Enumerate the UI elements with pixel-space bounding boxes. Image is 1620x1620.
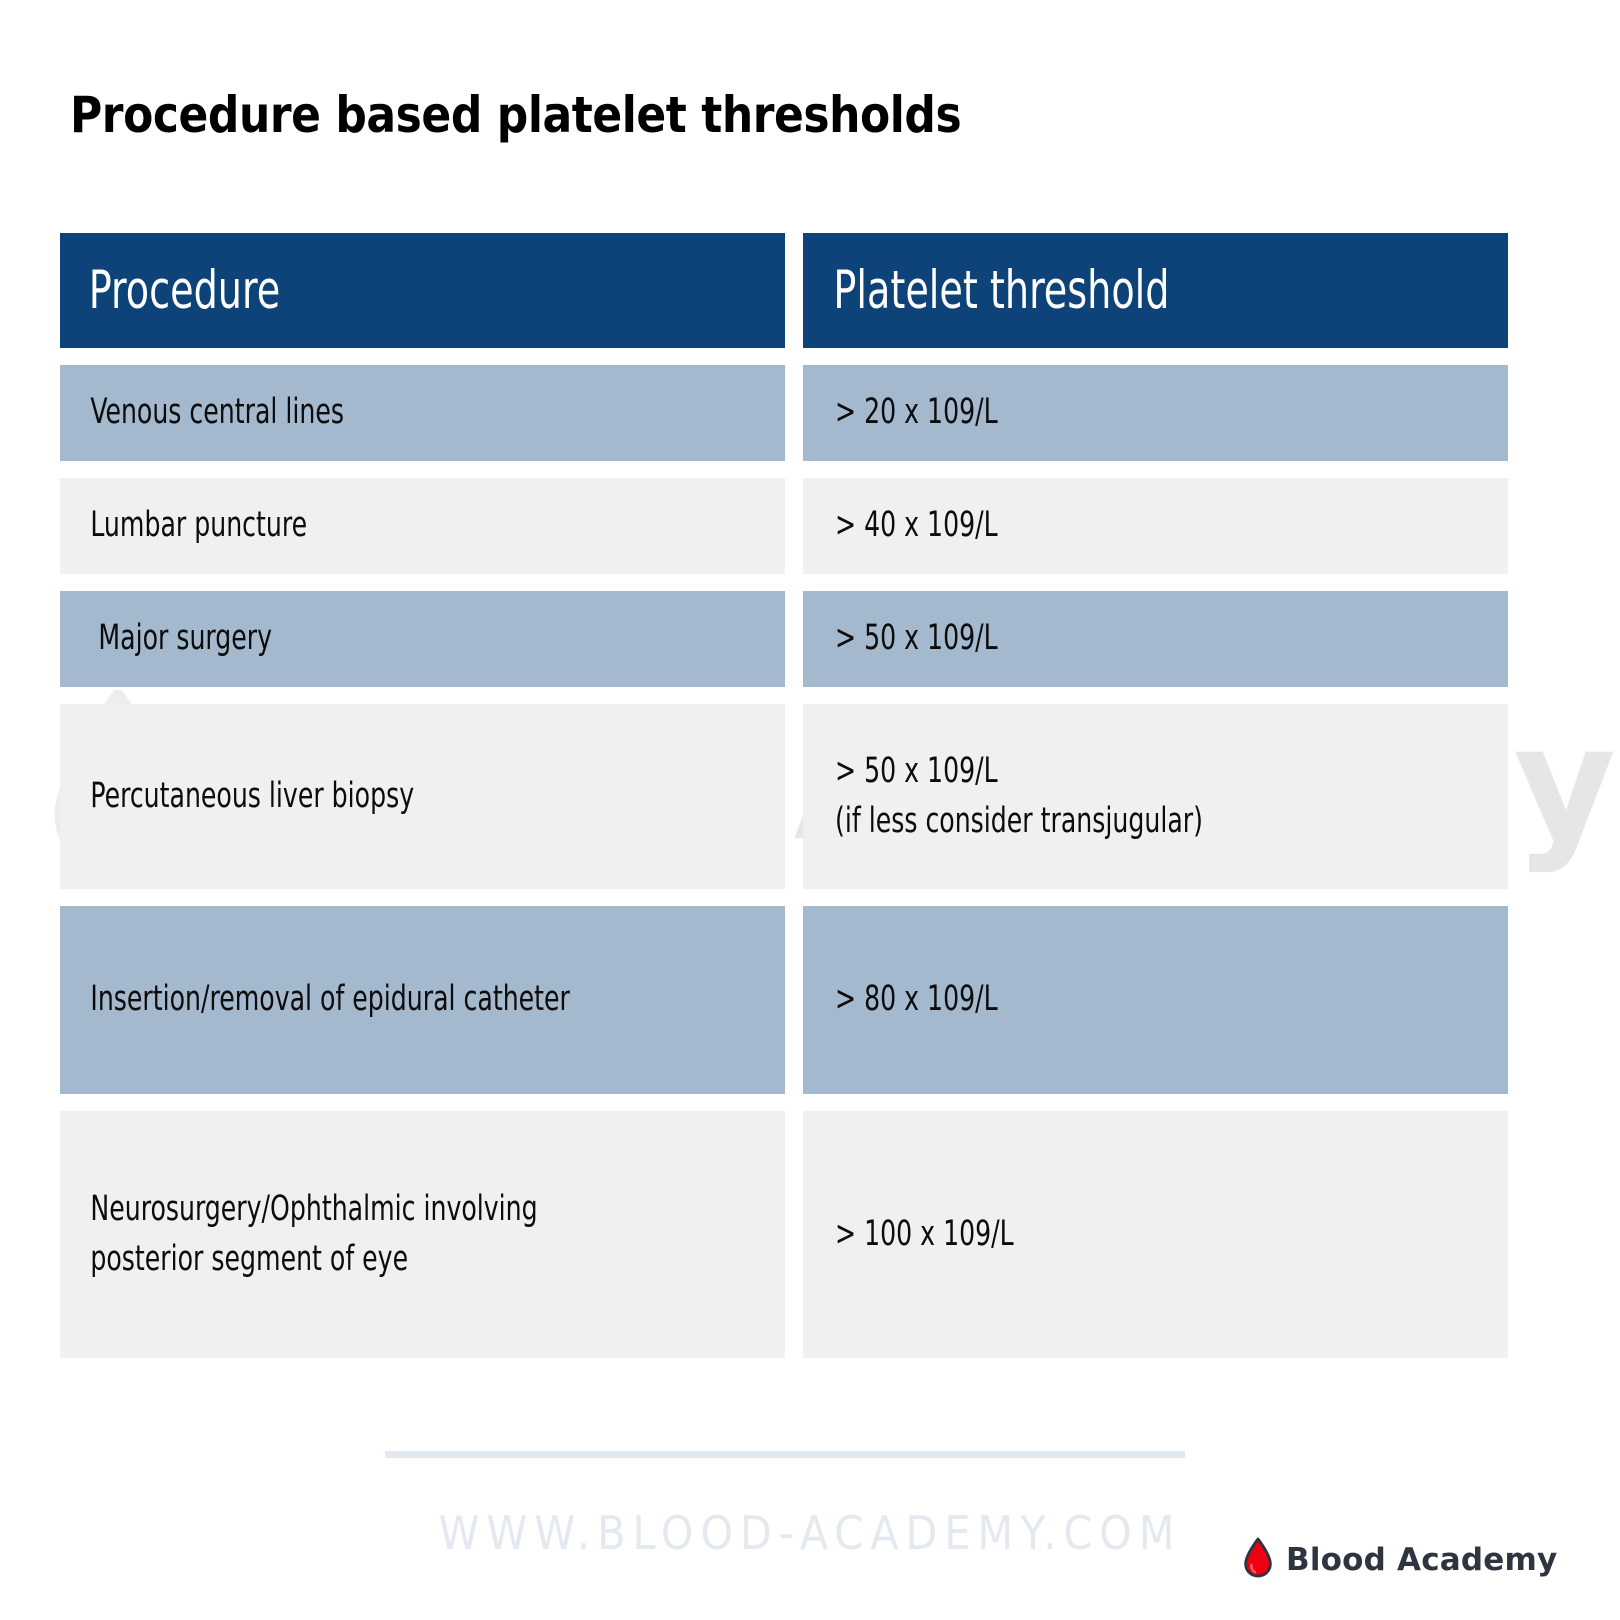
procedure-cell: Venous central lines <box>60 365 785 461</box>
table-row: Major surgery > 50 x 109/L <box>60 591 1508 687</box>
table-row: Lumbar puncture > 40 x 109/L <box>60 478 1508 574</box>
procedure-label: Venous central lines <box>90 392 345 433</box>
brand-logo-name: Blood Academy <box>1286 1542 1558 1578</box>
table-row: Neurosurgery/Ophthalmic involving poster… <box>60 1111 1508 1358</box>
table-row: Percutaneous liver biopsy > 50 x 109/L (… <box>60 704 1508 889</box>
blood-drop-icon <box>1243 1537 1273 1583</box>
column-gap <box>785 704 803 889</box>
threshold-cell: > 50 x 109/L (if less consider transjugu… <box>803 704 1508 889</box>
threshold-cell: > 20 x 109/L <box>803 365 1508 461</box>
column-header-threshold-label: Platelet threshold <box>833 259 1170 321</box>
threshold-cell: > 40 x 109/L <box>803 478 1508 574</box>
column-gap <box>785 591 803 687</box>
procedure-cell: Lumbar puncture <box>60 478 785 574</box>
page-title: Procedure based platelet thresholds <box>70 86 962 144</box>
procedure-label: Major surgery <box>98 618 273 659</box>
column-header-procedure-label: Procedure <box>88 259 281 321</box>
procedure-cell: Insertion/removal of epidural catheter <box>60 906 785 1094</box>
threshold-value-block: > 50 x 109/L (if less consider transjugu… <box>803 747 1367 846</box>
procedure-label: Percutaneous liver biopsy <box>90 775 415 816</box>
threshold-value: > 50 x 109/L <box>835 618 998 659</box>
procedure-cell: Neurosurgery/Ophthalmic involving poster… <box>60 1111 785 1358</box>
threshold-cell: > 100 x 109/L <box>803 1111 1508 1358</box>
procedure-label: Insertion/removal of epidural catheter <box>90 979 570 1020</box>
threshold-note: (if less consider transjugular) <box>835 800 1203 841</box>
threshold-value: > 40 x 109/L <box>835 505 998 546</box>
column-gap <box>785 906 803 1094</box>
table-row: Insertion/removal of epidural catheter >… <box>60 906 1508 1094</box>
threshold-value: > 100 x 109/L <box>835 1213 1014 1254</box>
footer-website-url: WWW.BLOOD-ACADEMY.COM <box>438 1506 1182 1560</box>
procedure-cell: Percutaneous liver biopsy <box>60 704 785 889</box>
column-gap <box>785 478 803 574</box>
footer-divider <box>385 1451 1185 1458</box>
threshold-value: > 20 x 109/L <box>835 392 998 433</box>
threshold-value: > 50 x 109/L <box>835 750 998 791</box>
threshold-table: Procedure Platelet threshold Venous cent… <box>60 233 1508 1375</box>
column-gap <box>785 1111 803 1358</box>
column-header-procedure: Procedure <box>60 233 785 348</box>
table-header-row: Procedure Platelet threshold <box>60 233 1508 348</box>
procedure-label: Lumbar puncture <box>90 505 308 546</box>
threshold-value: > 80 x 109/L <box>835 979 998 1020</box>
column-gap <box>785 365 803 461</box>
threshold-cell: > 80 x 109/L <box>803 906 1508 1094</box>
procedure-label: Neurosurgery/Ophthalmic involving poster… <box>90 1188 538 1279</box>
threshold-cell: > 50 x 109/L <box>803 591 1508 687</box>
table-row: Venous central lines > 20 x 109/L <box>60 365 1508 461</box>
column-gap <box>785 233 803 348</box>
brand-logo: Blood Academy <box>1243 1537 1557 1583</box>
procedure-cell: Major surgery <box>60 591 785 687</box>
column-header-threshold: Platelet threshold <box>803 233 1508 348</box>
